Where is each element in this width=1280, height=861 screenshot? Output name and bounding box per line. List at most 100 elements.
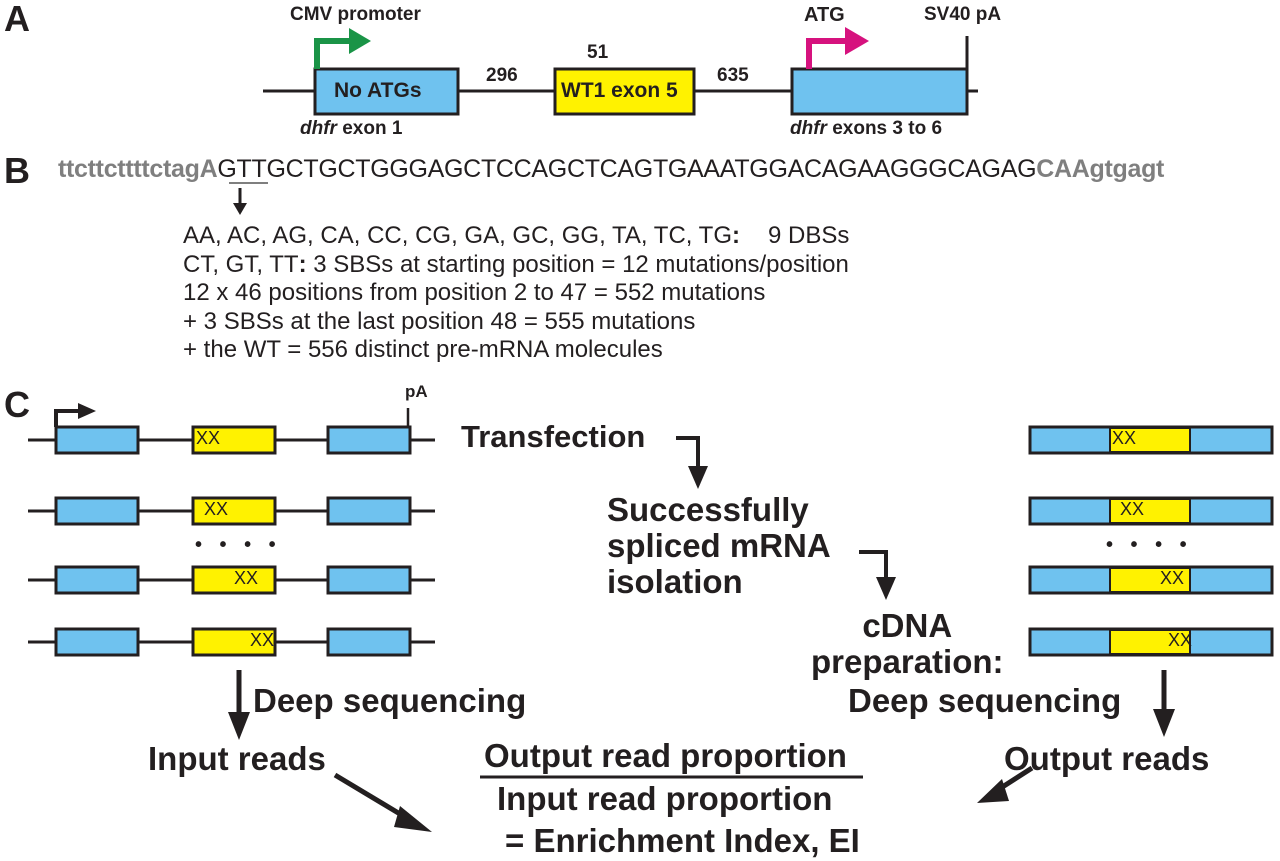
mutation-mark: XX	[196, 428, 221, 448]
wt1-sequence: ttcttcttttctagAGTTGCTGCTGGGAGCTCCAGCTCAG…	[58, 155, 1164, 184]
input-to-ei-arrowhead	[394, 806, 432, 832]
cmv-promoter-arrow	[314, 38, 352, 69]
sv40-pa-label: SV40 pA	[924, 4, 1002, 25]
dbs-list: AA, AC, AG, CA, CC, CG, GA, GC, GG, TA, …	[183, 222, 732, 249]
wt1-exon-box	[191, 425, 277, 455]
isolation-arrow	[859, 550, 888, 580]
exon5-sequence: TGCTGCTGGGAGCTCCAGCTCAGTGAAATGGACAGAAGGG…	[251, 155, 1037, 183]
isolation-step: Successfully spliced mRNA isolation	[607, 492, 831, 600]
transfection-arrowhead	[688, 466, 708, 489]
ellipsis-right: • • • •	[1106, 534, 1193, 556]
calc-line-total: + the WT = 556 distinct pre-mRNA molecul…	[183, 336, 663, 364]
left-seq-arrowhead	[228, 712, 250, 740]
wt1-exon-box	[191, 496, 277, 526]
left-exon-end: A	[199, 155, 218, 183]
cdna-step: cDNA preparation:	[811, 608, 1004, 680]
dbs-count: 9 DBSs	[768, 222, 850, 249]
mrna-constructs	[1028, 425, 1274, 657]
exon1-caption: dhfr exon 1	[300, 118, 402, 140]
cdna-line: preparation:	[811, 643, 1004, 680]
panel-c-label: C	[4, 384, 30, 425]
panel-a-label: A	[4, 0, 30, 39]
promoter-arrow-c	[54, 409, 80, 427]
separator: :	[298, 250, 307, 278]
input-to-ei-arrow	[333, 772, 412, 823]
wt1-exon-segment	[1109, 498, 1191, 524]
ellipsis-left: • • • •	[195, 534, 282, 556]
wt1-exon-segment	[1109, 629, 1191, 655]
exon-box	[326, 627, 412, 657]
exon1-text: No ATGs	[334, 79, 422, 102]
cmv-promoter-label: CMV promoter	[290, 4, 421, 25]
gene-name: dhfr	[790, 118, 827, 139]
intron1-length-label: 296	[486, 65, 518, 86]
construct-diagram	[263, 27, 978, 116]
mutation-mark: XX	[1120, 499, 1145, 519]
separator: :	[732, 222, 740, 249]
formula-numerator: Output read proportion	[484, 737, 847, 774]
mutation-mark: XX	[1112, 428, 1137, 448]
pre-mrna-constructs	[28, 425, 435, 657]
sbs-list: CT, GT, TT	[183, 250, 299, 278]
calc-line-dbs: AA, AC, AG, CA, CC, CG, GA, GC, GG, TA, …	[183, 222, 849, 251]
wt1-exon-segment	[1109, 427, 1191, 453]
right-seq-arrowhead	[1153, 709, 1175, 737]
wt1-exon-text: WT1 exon 5	[561, 79, 678, 102]
output-reads-label: Output reads	[1004, 740, 1210, 777]
enrichment-index-label: = Enrichment Index, EI	[505, 822, 860, 859]
input-reads-label: Input reads	[148, 740, 326, 777]
exon-box	[54, 565, 140, 595]
deep-seq-left-label: Deep sequencing	[253, 682, 527, 719]
intron2-length-label: 635	[717, 65, 749, 86]
right-exon-start: CAA	[1036, 155, 1090, 183]
exon3-caption: dhfr exons 3 to 6	[790, 118, 942, 140]
mutation-mark: XX	[1160, 568, 1185, 588]
left-intron-flank: ttcttcttttctag	[58, 155, 200, 183]
transfection-step: Transfection	[461, 419, 646, 454]
atg-label: ATG	[804, 4, 845, 26]
formula-denominator: Input read proportion	[497, 780, 833, 817]
right-intron-flank: gtgagt	[1089, 155, 1165, 183]
panel-b-label: B	[4, 150, 30, 191]
wt1-length-label: 51	[587, 42, 609, 63]
calc-line-positions: 12 x 46 positions from position 2 to 47 …	[183, 279, 766, 307]
isolation-line: isolation	[607, 563, 743, 600]
isolation-arrowhead	[876, 577, 896, 600]
calc-line-last-position: + 3 SBSs at the last position 48 = 555 m…	[183, 307, 696, 335]
dhfr-exon1-box	[313, 67, 460, 116]
atg-arrowhead	[845, 27, 869, 55]
sbs-count: 3 SBSs at starting position = 12 mutatio…	[306, 250, 849, 278]
polya-label-c: pA	[405, 382, 428, 401]
exon-box	[326, 496, 412, 526]
exon1-caption-text: exon 1	[336, 118, 403, 139]
promoter-arrowhead-c	[78, 403, 96, 419]
isolation-line: spliced mRNA	[607, 527, 831, 564]
exon-box	[54, 496, 140, 526]
wt1-exon-box	[191, 627, 277, 657]
mutation-mark: XX	[234, 568, 259, 588]
wt1-exon-box	[191, 565, 277, 595]
exon-box	[54, 425, 140, 455]
exon-box	[326, 565, 412, 595]
exon-box	[54, 627, 140, 657]
mutation-calculation: AA, AC, AG, CA, CC, CG, GA, GC, GG, TA, …	[183, 222, 849, 365]
isolation-line: Successfully	[607, 491, 809, 528]
mutated-start-dinucleotide: GT	[217, 155, 252, 183]
mutation-mark: XX	[250, 630, 275, 650]
wt1-exon-segment	[1109, 567, 1191, 593]
deep-seq-right-label: Deep sequencing	[848, 682, 1122, 719]
wt1-exon5-box	[553, 67, 696, 116]
mutation-mark: XX	[204, 499, 229, 519]
gene-name: dhfr	[300, 118, 337, 139]
cmv-promoter-arrowhead	[349, 28, 371, 54]
mutation-mark: XX	[1168, 630, 1193, 650]
dhfr-exon3-6-box	[790, 67, 969, 116]
mutation-start-arrowhead	[233, 203, 247, 215]
exon-box	[326, 425, 412, 455]
atg-arrow	[806, 38, 848, 69]
transfection-arrow	[676, 436, 700, 470]
calc-line-sbs: CT, GT, TT: 3 SBSs at starting position …	[183, 251, 849, 280]
output-to-ei-arrowhead	[977, 779, 1009, 803]
exon3-caption-text: exons 3 to 6	[826, 118, 943, 139]
